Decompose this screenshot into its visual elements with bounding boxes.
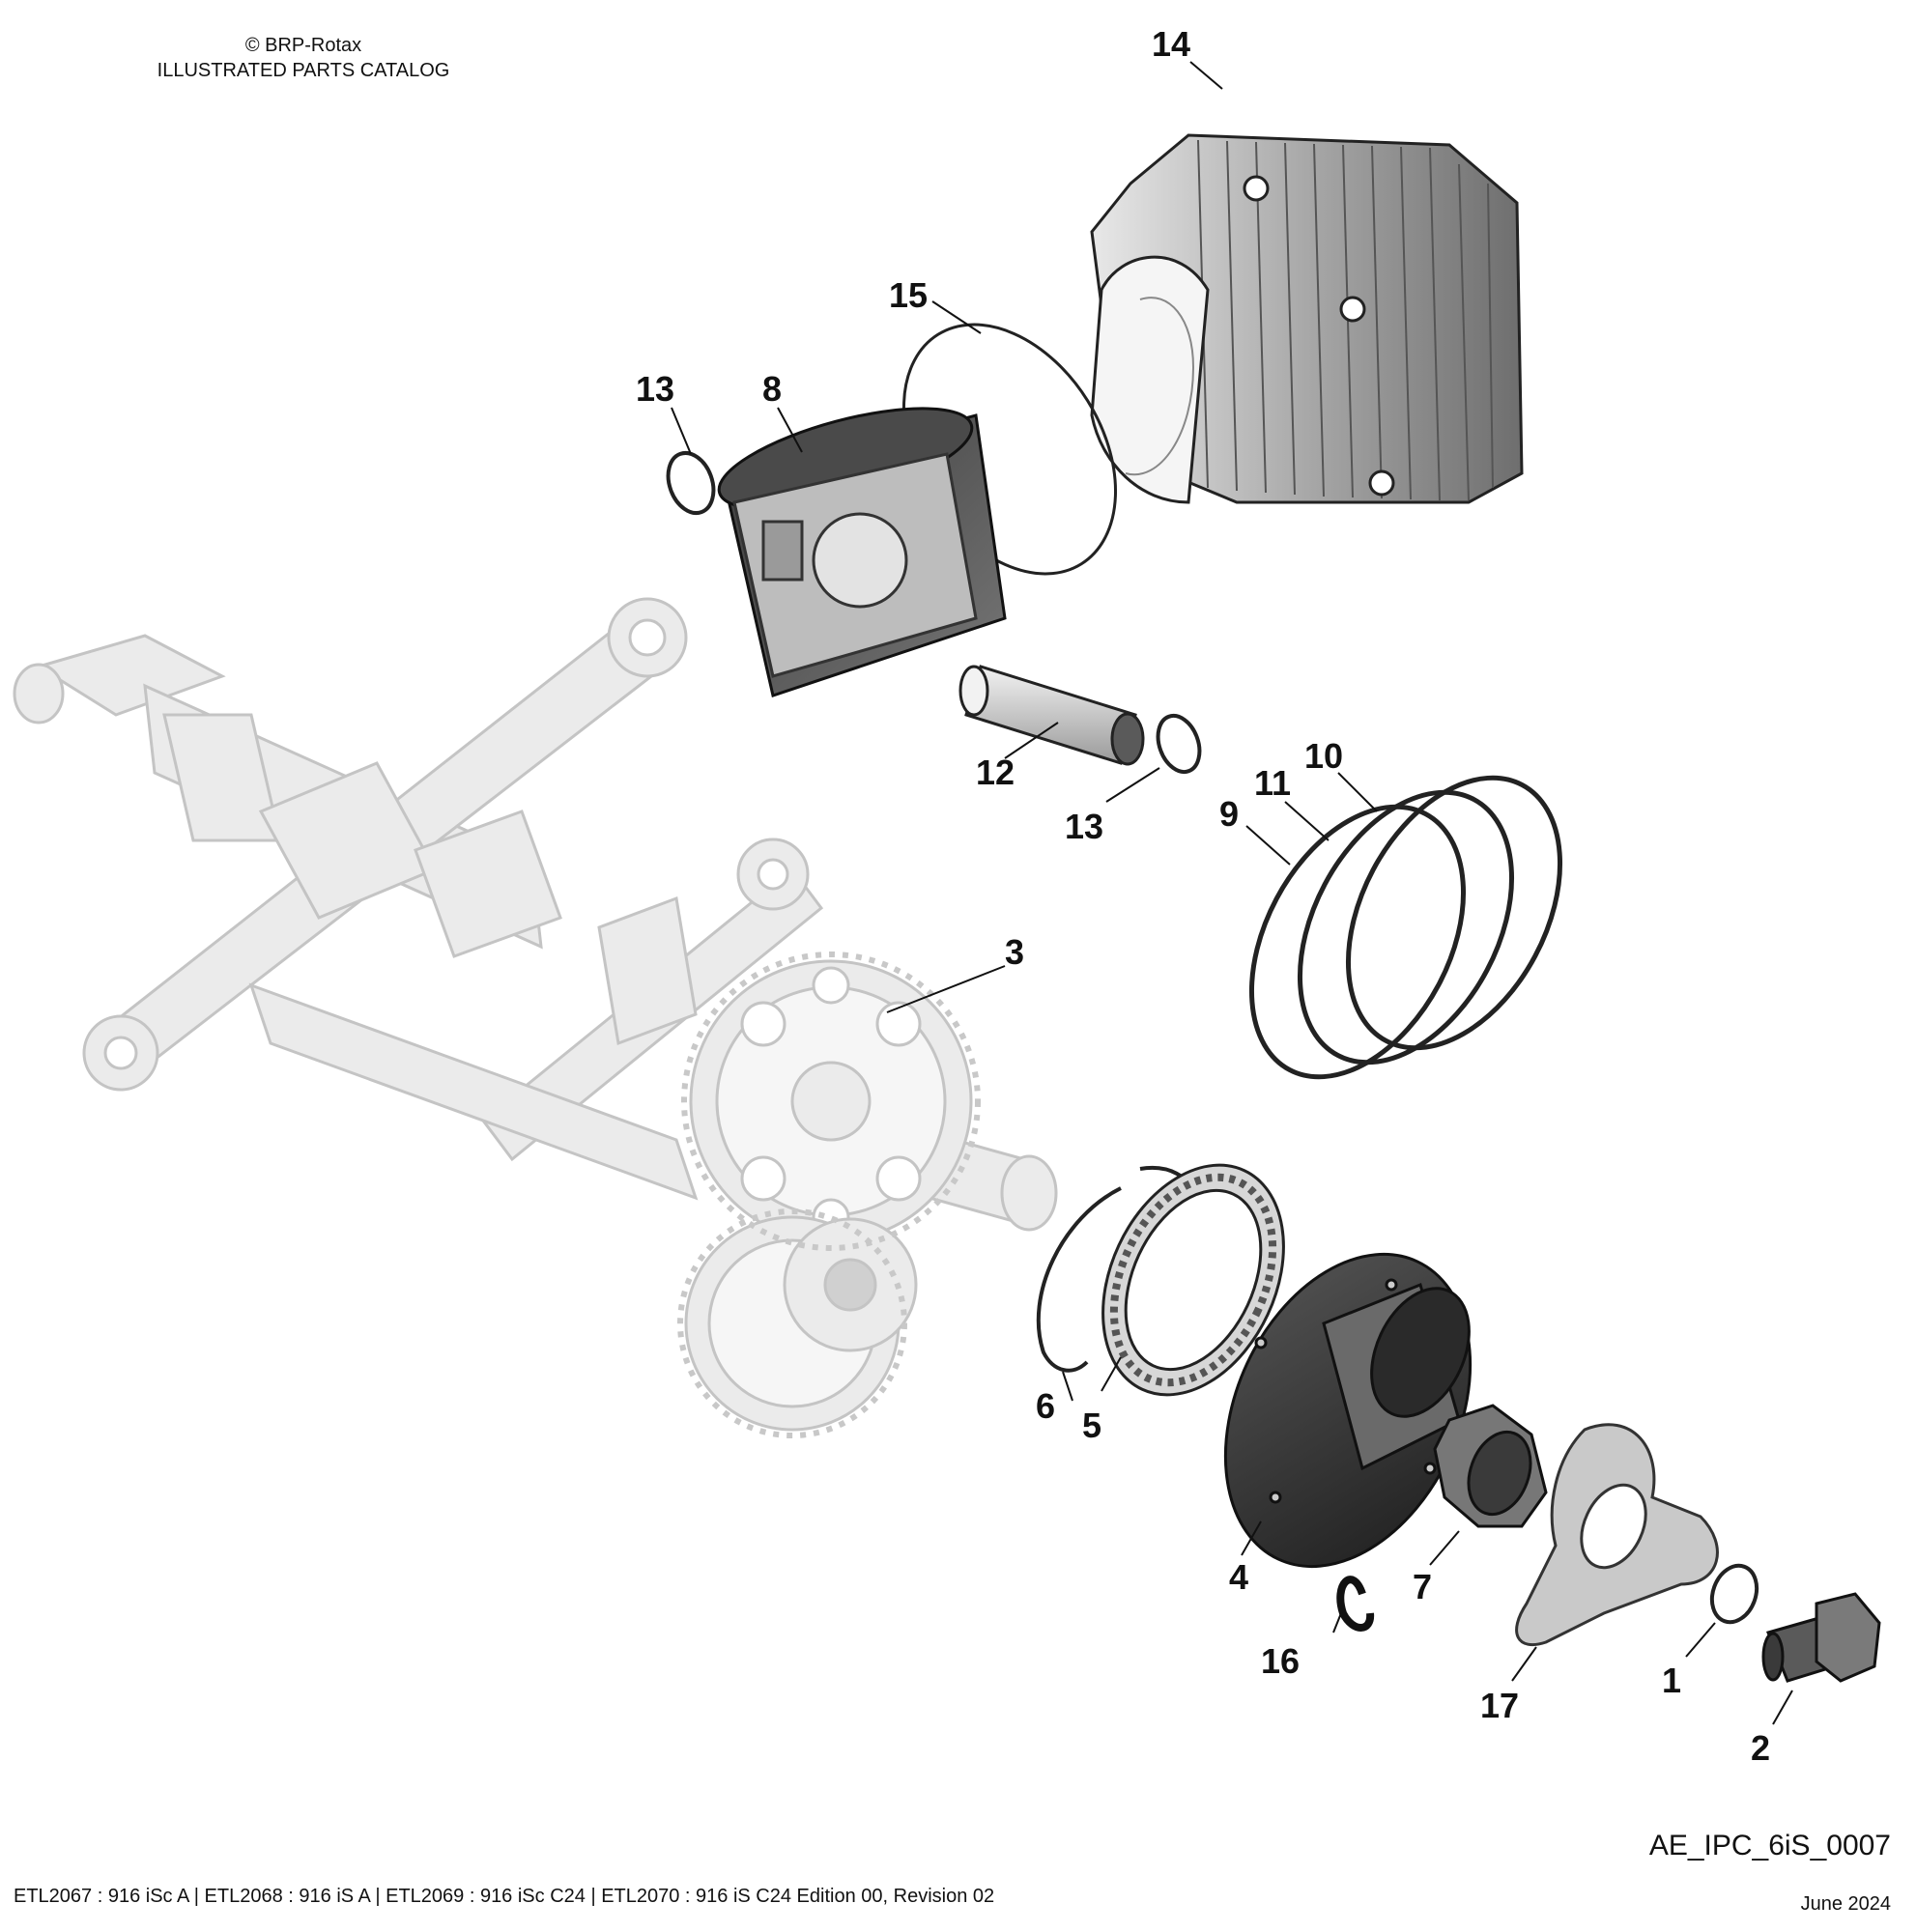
copyright-text: © BRP-Rotax <box>244 35 362 56</box>
bracket-plate <box>1515 1423 1719 1647</box>
circlip-lower <box>1156 713 1202 775</box>
piston-ring-9 <box>1248 804 1467 1080</box>
piston-ring-10 <box>1345 775 1563 1051</box>
callout-16: 16 <box>1261 1641 1300 1681</box>
hex-nut <box>1433 1404 1548 1528</box>
callout-1: 1 <box>1662 1661 1681 1700</box>
callout-3: 3 <box>1005 932 1024 972</box>
sprag-clutch <box>1101 1163 1285 1397</box>
callout-10: 10 <box>1304 736 1343 776</box>
callout-2: 2 <box>1751 1728 1770 1768</box>
crankshaft-assembly <box>13 597 1058 1432</box>
callout-14: 14 <box>1152 24 1190 64</box>
callout-8: 8 <box>762 369 782 409</box>
catalog-header: © BRP-Rotax ILLUSTRATED PARTS CATALOG <box>100 33 506 83</box>
callout-9: 9 <box>1219 794 1239 834</box>
cylinder <box>1090 133 1524 504</box>
callout-11: 11 <box>1254 763 1291 803</box>
callout-17: 17 <box>1480 1686 1519 1725</box>
catalog-title: ILLUSTRATED PARTS CATALOG <box>157 60 450 81</box>
snap-ring <box>1036 1186 1122 1373</box>
callout-7: 7 <box>1413 1567 1432 1606</box>
edition-footer: ETL2067 : 916 iSc A | ETL2068 : 916 iS A… <box>14 1886 995 1907</box>
piston-rings <box>1248 775 1563 1080</box>
figure-reference: AE_IPC_6iS_0007 <box>1648 1830 1891 1861</box>
flange-hub <box>1223 1252 1473 1569</box>
publication-date: June 2024 <box>1800 1893 1891 1915</box>
callout-12: 12 <box>976 753 1015 792</box>
callout-6: 6 <box>1036 1386 1055 1426</box>
hex-bolt <box>1761 1592 1881 1683</box>
piston <box>717 407 1007 697</box>
callout-15: 15 <box>889 275 928 315</box>
callout-5: 5 <box>1082 1406 1101 1445</box>
sealing-washer <box>1709 1563 1759 1625</box>
callout-4: 4 <box>1229 1557 1248 1597</box>
gear-teeth <box>677 952 981 1438</box>
circlip-upper <box>666 451 716 515</box>
piston-pin <box>958 665 1145 766</box>
leader-lines <box>671 61 1793 1725</box>
piston-ring-11 <box>1297 789 1515 1065</box>
spring-clip <box>1336 1576 1375 1632</box>
callout-13-lower: 13 <box>1065 807 1103 846</box>
callout-13-upper: 13 <box>636 369 674 409</box>
